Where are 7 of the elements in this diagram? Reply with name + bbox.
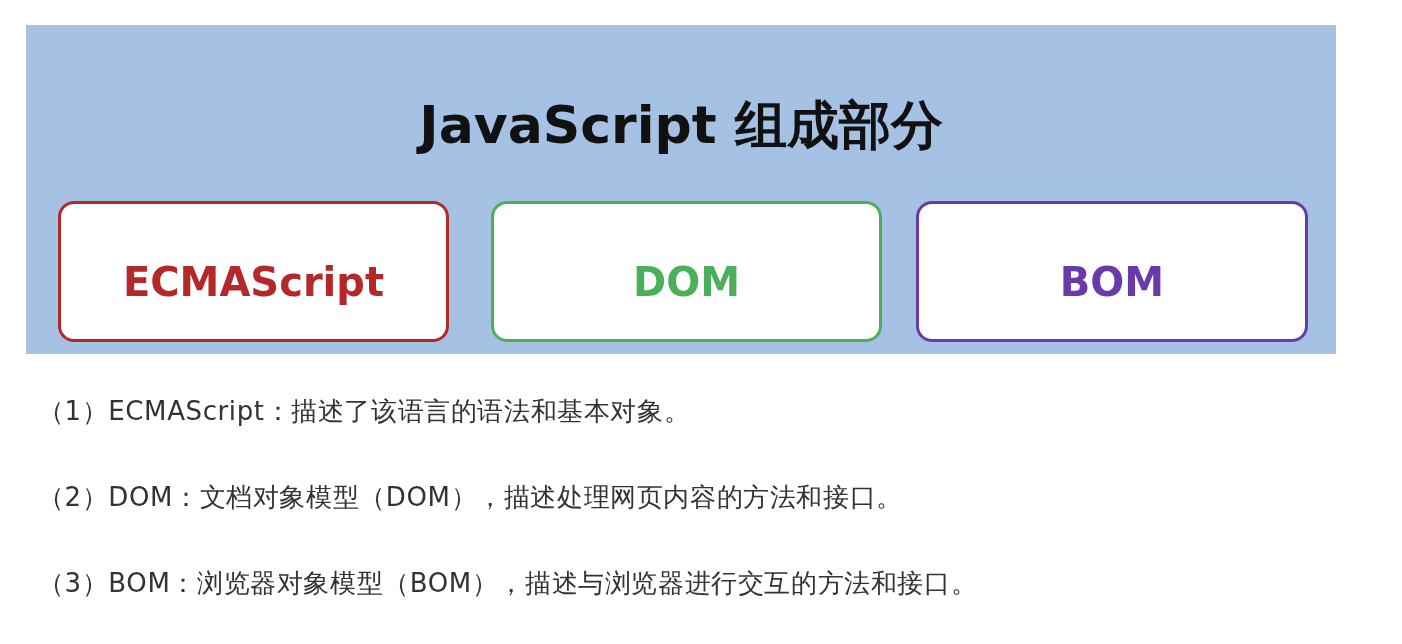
description-text: （3）BOM：浏览器对象模型（BOM），描述与浏览器进行交互的方法和接口。 <box>38 567 978 600</box>
component-box: ECMAScript <box>58 201 449 342</box>
background-panel <box>26 25 1336 354</box>
component-box: BOM <box>916 201 1308 342</box>
component-box: DOM <box>491 201 882 342</box>
description-text: （1）ECMAScript：描述了该语言的语法和基本对象。 <box>38 395 691 428</box>
description-text: （2）DOM：文档对象模型（DOM），描述处理网页内容的方法和接口。 <box>38 481 903 514</box>
